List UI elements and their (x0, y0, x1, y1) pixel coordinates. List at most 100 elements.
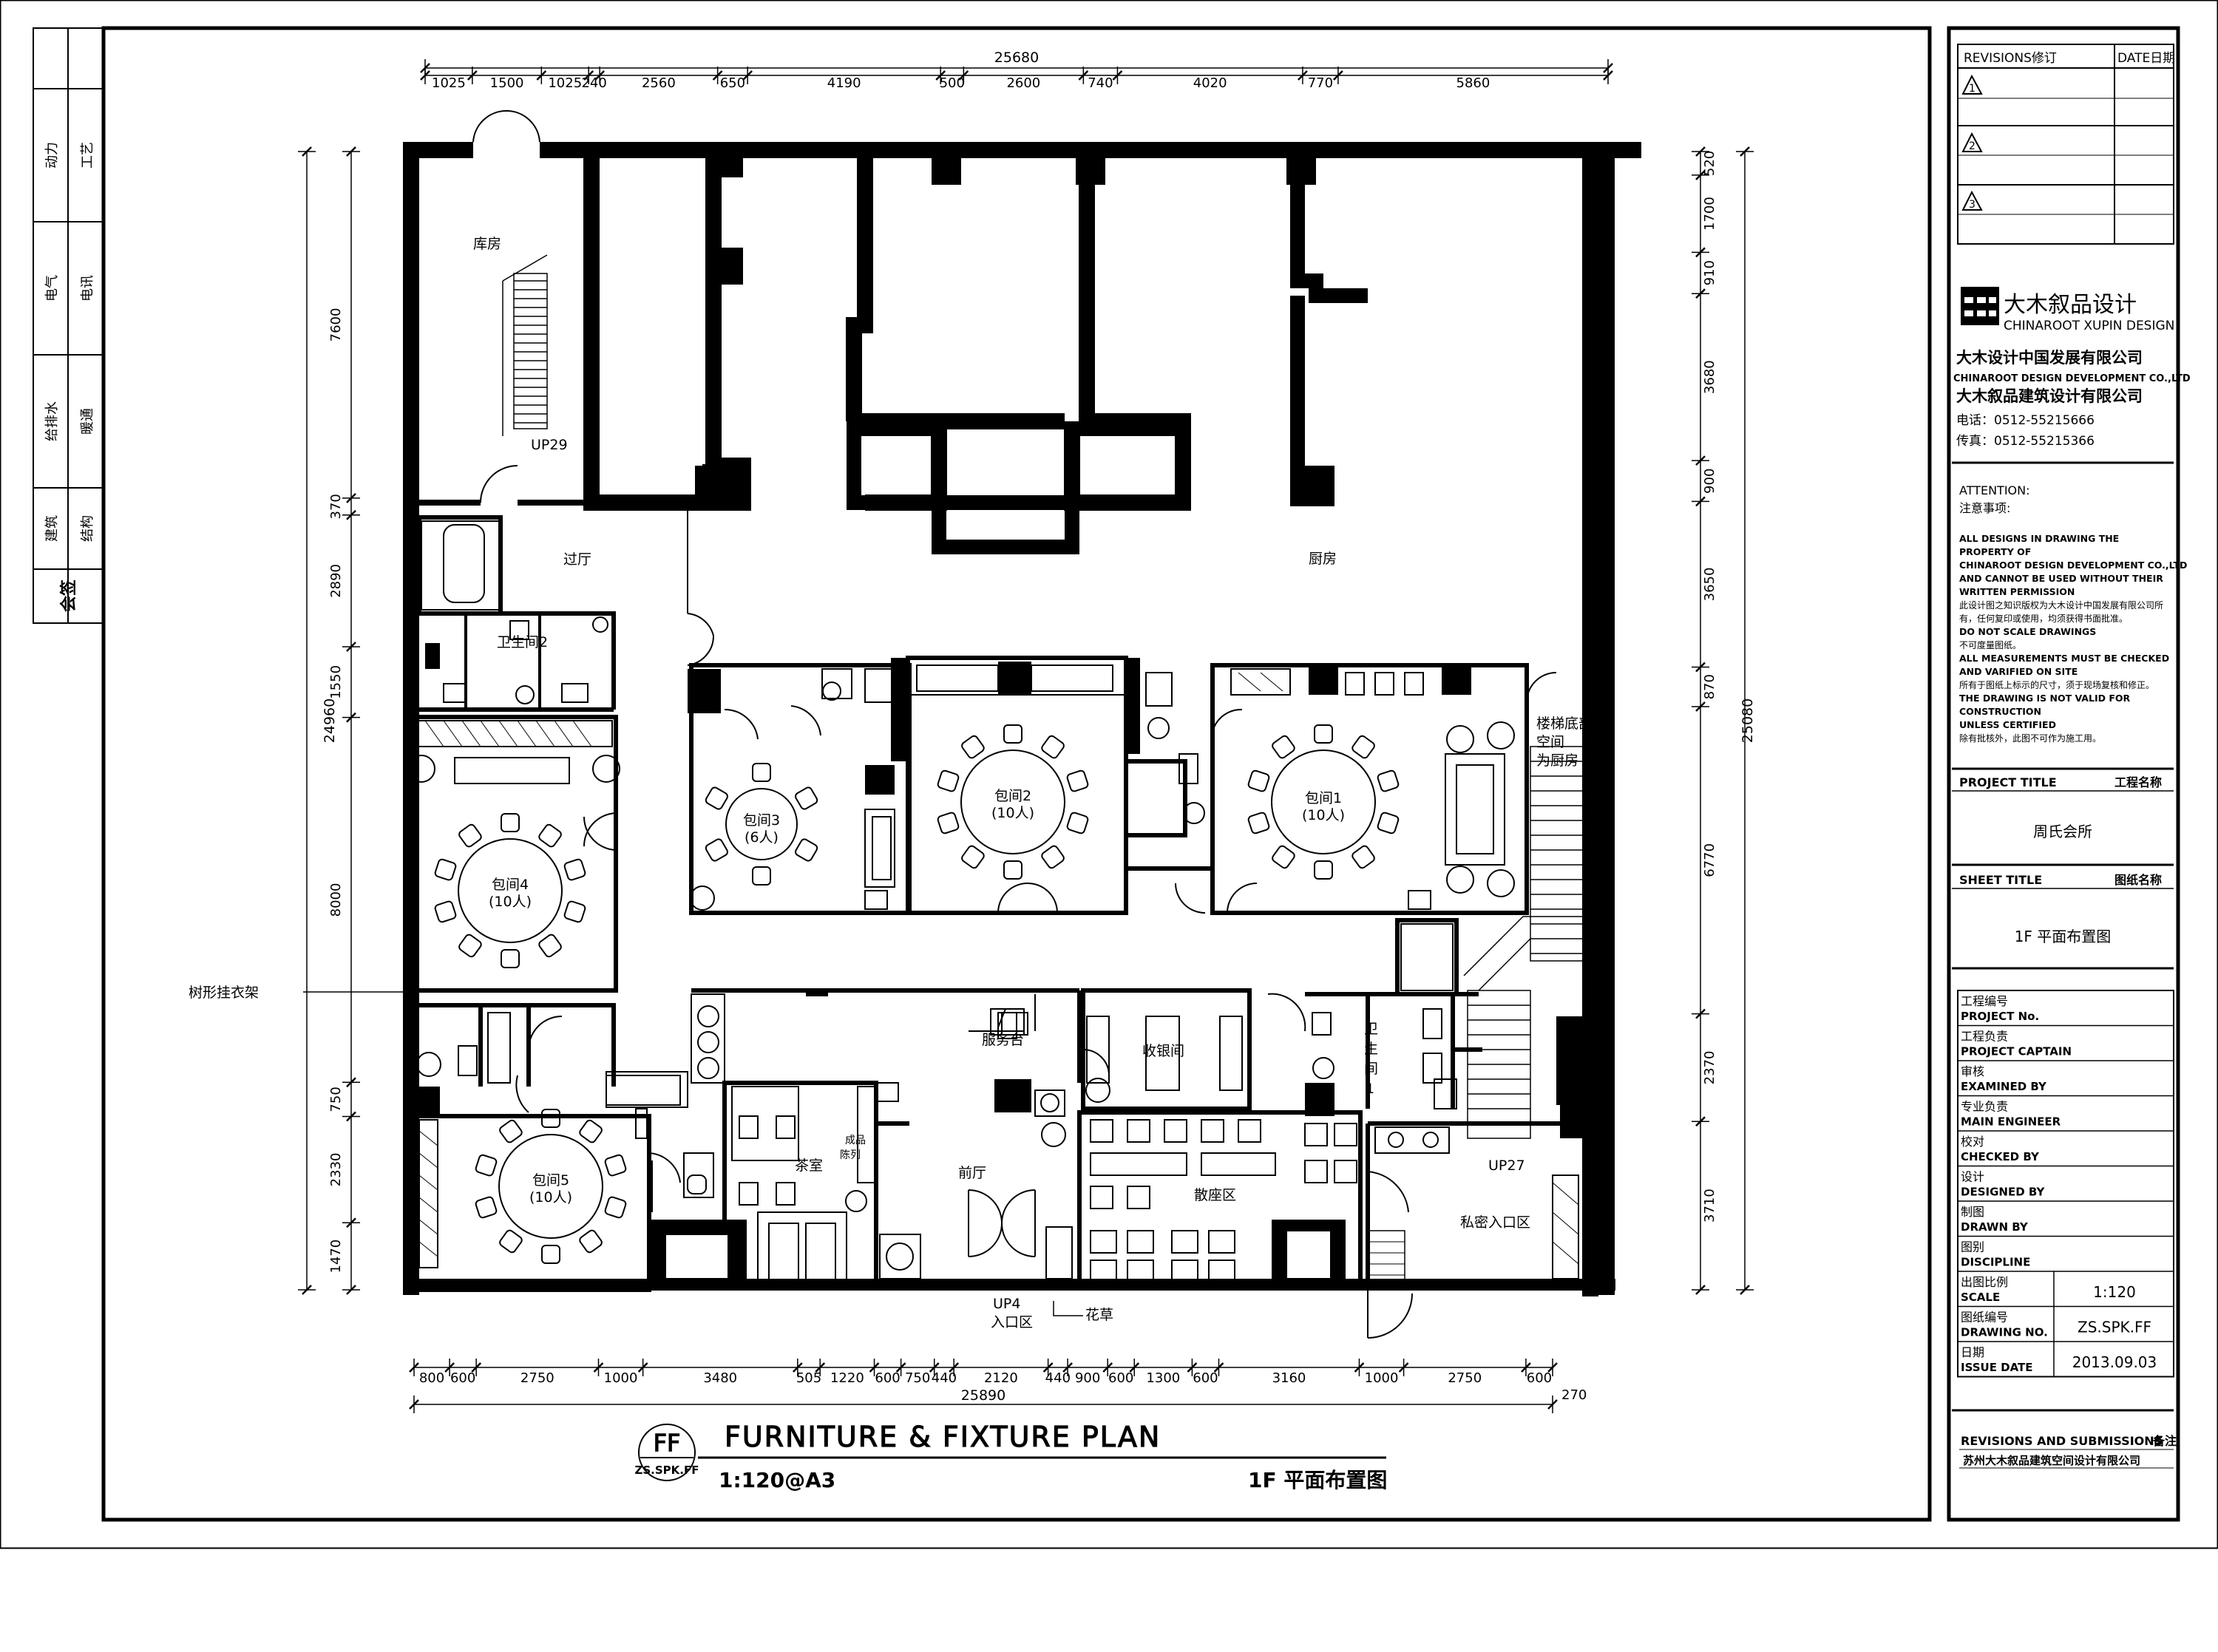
signoff-label: 建筑 (44, 515, 60, 542)
toilet1-walls (1395, 918, 1459, 996)
dim-label: 3680 (1702, 360, 1717, 394)
chair (1041, 845, 1065, 869)
field-label-cn: 工程编号 (1961, 994, 2008, 1008)
room-label: UP29 (531, 437, 568, 453)
dim-label: 4020 (1193, 75, 1227, 91)
dim-label: 2600 (1006, 75, 1040, 91)
field-label-en: DRAWING NO. (1961, 1326, 2048, 1339)
attention-note: UNLESS CERTIFIED (1959, 719, 2056, 730)
room-label: 卫 (1364, 1021, 1378, 1037)
dim-label: 8000 (328, 883, 344, 917)
chair (1314, 860, 1333, 880)
dim-tick (346, 509, 356, 520)
dim-tick (869, 1362, 880, 1373)
room-label: 收银间 (1142, 1043, 1184, 1059)
chair (1003, 860, 1022, 880)
dim-tick (1695, 1008, 1706, 1019)
dim-tick (346, 493, 356, 503)
brand-logo-icon (1961, 287, 1999, 325)
signoff-label: 动力 (44, 142, 60, 169)
room-label: 包间5 (532, 1172, 569, 1189)
dim-total: 25890 (961, 1387, 1005, 1404)
project-title-label-cn: 工程名称 (2114, 775, 2162, 789)
dim-tick (1695, 1116, 1706, 1127)
room-label: 成品 (845, 1135, 866, 1146)
field-label-cn: 设计 (1961, 1170, 1984, 1184)
dim-label: 4190 (827, 75, 861, 91)
seating-tables (1090, 1119, 1357, 1283)
chair (458, 823, 482, 848)
dim-label: 1220 (830, 1370, 864, 1386)
room-label: 入口区 (991, 1314, 1033, 1330)
dim-tick (1042, 1362, 1054, 1373)
dim-tick (1398, 1362, 1409, 1373)
chair (961, 735, 985, 759)
dim-tick (1695, 1285, 1706, 1295)
field-label-cn: 图别 (1961, 1240, 1984, 1254)
dim-label: 600 (875, 1370, 900, 1386)
room-label: 包间2 (994, 788, 1031, 804)
room-label: 包间3 (743, 812, 780, 829)
wall-right-inner (1582, 158, 1598, 1296)
room-label: 过厅 (563, 551, 591, 568)
attention-note: ALL MEASUREMENTS MUST BE CHECKED (1959, 653, 2169, 664)
dim-label: 3650 (1702, 568, 1717, 602)
rev-mark: 2 (1969, 140, 1975, 152)
chair (1352, 845, 1375, 869)
company-name: 大木叙品建筑设计有限公司 (1956, 387, 2143, 405)
chair (541, 1109, 560, 1128)
dim-tick (1102, 1362, 1113, 1373)
field-label-cn: 审核 (1961, 1064, 1984, 1078)
entry-door (472, 109, 540, 143)
dim-tick (346, 1111, 356, 1122)
attention-label: ATTENTION: (1959, 483, 2030, 497)
room-label: 私密入口区 (1460, 1214, 1530, 1231)
room-label: 散座区 (1194, 1187, 1236, 1203)
company-name-en: CHINAROOT DESIGN DEVELOPMENT CO.,LTD (1953, 373, 2191, 384)
dim-tick (593, 1362, 604, 1373)
room-label: (10人) (529, 1189, 572, 1206)
kitchen-core (583, 158, 751, 511)
field-label-en: DISCIPLINE (1961, 1256, 2030, 1269)
rev-submissions-cn: 备注 (2152, 1434, 2177, 1448)
dim-label: 5860 (1456, 75, 1490, 91)
dim-tick (467, 70, 478, 81)
project-name: 周氏会所 (2033, 823, 2092, 840)
column (713, 248, 743, 285)
dim-tick (1695, 247, 1706, 258)
seating-walls (1077, 1110, 1363, 1288)
chair (1314, 724, 1333, 744)
room-labels: 库房 过厅 厨房 卫生间2 包间3 (6人) 包间2 (10人) 包间1 (10… (189, 236, 1593, 1330)
dim-tick (1213, 1362, 1224, 1373)
dim-label: 1300 (1146, 1370, 1180, 1386)
dim-tick (1333, 70, 1343, 81)
room-label: UP4 (993, 1296, 1020, 1312)
chair (475, 1196, 498, 1219)
attention-note: CONSTRUCTION (1959, 706, 2041, 717)
dim-total: 25680 (994, 50, 1039, 66)
sheet-title-label: SHEET TITLE (1959, 873, 2042, 887)
dim-label: 3160 (1272, 1370, 1306, 1386)
chair (604, 1196, 627, 1219)
dim-tick (935, 70, 946, 81)
field-label-en: CHECKED BY (1961, 1150, 2040, 1163)
attention-note: AND CANNOT BE USED WITHOUT THEIR (1959, 573, 2163, 584)
dim-label: 1025 (432, 75, 466, 91)
chair (541, 1245, 560, 1264)
chair (1272, 845, 1295, 869)
stair-right (1463, 746, 1594, 1139)
dim-tick (1298, 70, 1308, 81)
plan-title: FF ZS.SPK.FF FURNITURE & FIXTURE PLAN 1:… (635, 1420, 1388, 1492)
wall-left (403, 142, 419, 1295)
dim-total: 24960 (322, 698, 338, 743)
chair (1066, 769, 1089, 792)
dim-label: 6770 (1702, 843, 1717, 877)
attention-note: AND VARIFIED ON SITE (1959, 666, 2078, 677)
chair (752, 763, 771, 782)
dim-tick (1521, 1362, 1531, 1373)
wall-right (1598, 142, 1615, 1295)
dim-label: 1500 (490, 75, 524, 91)
